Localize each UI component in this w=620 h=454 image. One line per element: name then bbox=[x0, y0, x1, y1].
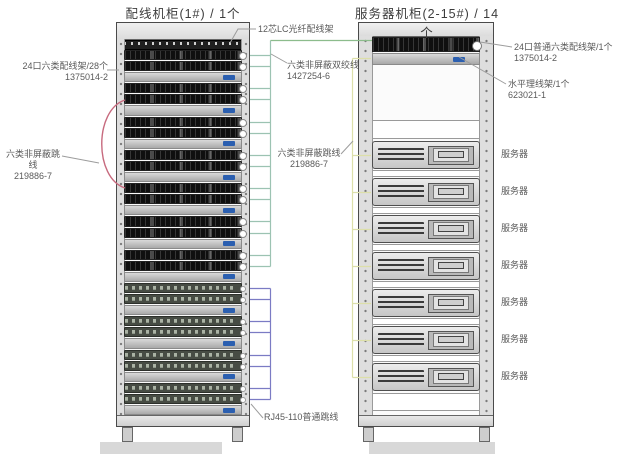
server-unit bbox=[372, 178, 480, 206]
server-unit bbox=[372, 215, 480, 243]
label-rj45-jumper: RJ45-110普通跳线 bbox=[264, 412, 339, 422]
cable-manager-row bbox=[124, 138, 242, 149]
server-unit bbox=[372, 363, 480, 391]
label-utp-cable: 六类非屏蔽双绞线 1427254-6 bbox=[287, 60, 360, 81]
server-drive-bay bbox=[428, 330, 474, 350]
patch-panel-stack bbox=[124, 50, 247, 416]
server-unit bbox=[372, 326, 480, 354]
blank-filler-panel bbox=[372, 170, 480, 177]
cat6-patch-panel bbox=[124, 160, 247, 172]
label-fiber-panel: 12芯LC光纤配线架 bbox=[258, 24, 334, 34]
110-block-panel bbox=[124, 316, 246, 327]
server-vents bbox=[378, 296, 424, 310]
cabinet-leg bbox=[122, 427, 133, 442]
cable-manager-row bbox=[124, 271, 242, 282]
110-block-panel bbox=[124, 382, 246, 393]
server-unit bbox=[372, 252, 480, 280]
server-cabinet bbox=[358, 22, 494, 427]
blank-filler-panel bbox=[372, 244, 480, 251]
cabinet-leg bbox=[363, 427, 374, 442]
left-rack-title: 配线机柜(1#) / 1个 bbox=[125, 7, 241, 21]
cable-manager-row bbox=[124, 371, 242, 382]
right-rack-title: 服务器机柜(2-15#) / 14个 bbox=[354, 7, 500, 40]
server-vents bbox=[378, 148, 424, 162]
blank-filler-panel bbox=[372, 120, 480, 139]
label-server: 服务器 bbox=[501, 371, 529, 381]
110-block-panel bbox=[124, 349, 246, 360]
cat6-patch-panel bbox=[124, 260, 247, 271]
server-vents bbox=[378, 259, 424, 273]
server-drive-bay bbox=[428, 145, 474, 165]
label-jumper-left: 六类非屏蔽跳线 219886-7 bbox=[5, 149, 60, 181]
label-server: 服务器 bbox=[501, 260, 529, 270]
server-unit bbox=[372, 289, 480, 317]
cat6-patch-panel bbox=[124, 194, 247, 205]
110-block-panel bbox=[124, 294, 246, 305]
cable-manager-row bbox=[124, 338, 242, 349]
horizontal-cable-manager bbox=[372, 53, 480, 65]
label-right-patch-panel: 24口普通六类配线架/1个 1375014-2 bbox=[514, 42, 613, 63]
cat6-patch-panel bbox=[124, 116, 247, 127]
cat6-patch-panel bbox=[124, 127, 247, 138]
cat6-patch-panel bbox=[124, 227, 247, 238]
cat6-patch-panel bbox=[124, 83, 247, 94]
cabinet-leg bbox=[232, 427, 243, 442]
blank-filler-panel bbox=[372, 355, 480, 362]
server-drive-bay bbox=[428, 182, 474, 202]
label-server: 服务器 bbox=[501, 297, 529, 307]
cabinet-base bbox=[369, 442, 495, 454]
cable-manager-row bbox=[124, 105, 242, 116]
cabinet-top-frame bbox=[359, 23, 493, 37]
cabinet-base bbox=[100, 442, 222, 454]
label-server: 服务器 bbox=[501, 334, 529, 344]
wiring-cabinet bbox=[116, 22, 250, 427]
cabinet-leg bbox=[479, 427, 490, 442]
cabinet-top-frame bbox=[117, 23, 249, 40]
cat6-patch-panel bbox=[124, 249, 247, 260]
110-block-panel bbox=[124, 393, 246, 404]
server-rack-patch-panel bbox=[372, 37, 482, 52]
cat6-patch-panel bbox=[124, 61, 247, 72]
server-drive-bay bbox=[428, 256, 474, 276]
server-vents bbox=[378, 185, 424, 199]
110-block-panel bbox=[124, 360, 246, 371]
server-drive-bay bbox=[428, 367, 474, 387]
cable-manager-row bbox=[124, 305, 242, 316]
server-drive-bay bbox=[428, 293, 474, 313]
blank-filler-panel bbox=[372, 393, 480, 411]
cabinet-bottom-frame bbox=[117, 415, 249, 426]
label-server: 服务器 bbox=[501, 223, 529, 233]
label-jumper-mid: 六类非屏蔽跳线 219886-7 bbox=[277, 148, 341, 169]
cat6-patch-panel bbox=[124, 216, 247, 227]
cat6-patch-panel bbox=[124, 50, 247, 61]
blank-filler-panel bbox=[372, 207, 480, 214]
fiber-patch-panel bbox=[123, 40, 243, 50]
label-left-patch-panel: 24口六类配线架/28个 1375014-2 bbox=[22, 61, 108, 82]
cat6-patch-panel bbox=[124, 94, 247, 105]
blank-filler-panel bbox=[372, 318, 480, 325]
110-block-panel bbox=[124, 327, 246, 338]
cable-manager-row bbox=[124, 172, 242, 183]
label-cable-manager: 水平理线架/1个 623021-1 bbox=[508, 79, 570, 100]
cable-manager-row bbox=[124, 405, 242, 416]
cable-manager-row bbox=[124, 72, 242, 83]
server-vents bbox=[378, 222, 424, 236]
rack-rail-left bbox=[359, 36, 373, 416]
blank-filler-panel bbox=[372, 281, 480, 288]
server-unit bbox=[372, 141, 480, 169]
label-server: 服务器 bbox=[501, 149, 529, 159]
cat6-patch-panel bbox=[124, 149, 247, 160]
label-server: 服务器 bbox=[501, 186, 529, 196]
server-drive-bay bbox=[428, 219, 474, 239]
cabinet-bottom-frame bbox=[359, 415, 493, 426]
110-block-panel bbox=[124, 282, 246, 294]
cable-manager-row bbox=[124, 205, 242, 216]
cat6-patch-panel bbox=[124, 183, 247, 194]
server-vents bbox=[378, 370, 424, 384]
cable-manager-row bbox=[124, 238, 242, 249]
rack-rail-right bbox=[479, 36, 493, 416]
server-vents bbox=[378, 333, 424, 347]
